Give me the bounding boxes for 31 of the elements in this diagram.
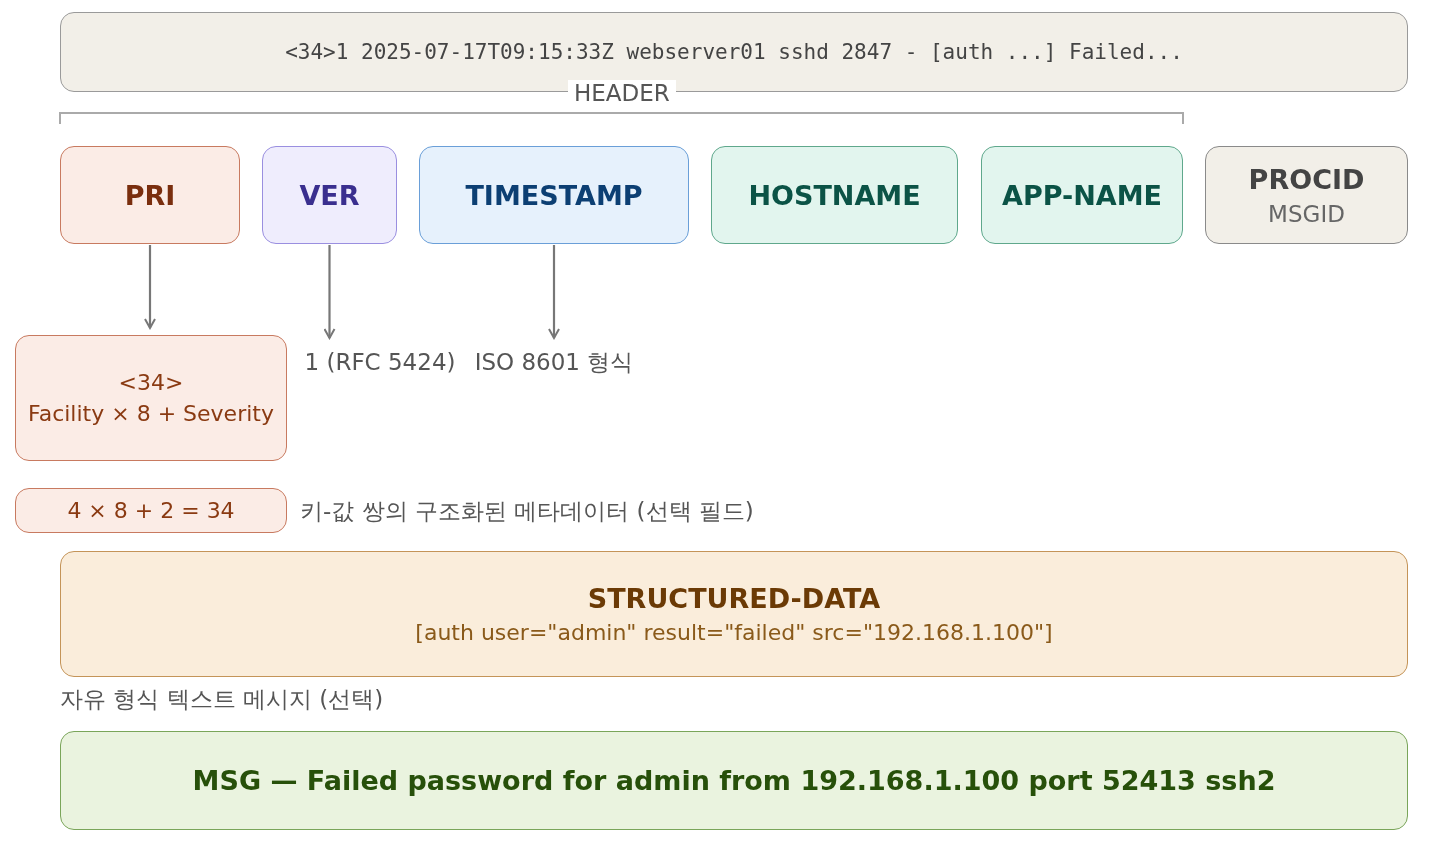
arrow [323,245,336,339]
box-subtitle: [auth user="admin" result="failed" src="192.168.1.100"] [415,620,1053,645]
formula-box [15,488,287,533]
box-title: <34> [118,370,184,395]
section-box [60,731,1408,830]
box-title: 4 × 8 + 2 = 34 [67,498,235,523]
box-title: <34>1 2025-07-17T09:15:33Z webserver01 sshd 2847 - [auth ...] Failed... [285,40,1183,64]
box-title: MSG — Failed password for admin from 192.168.1.100 port 52413 ssh2 [192,765,1276,796]
box-title: HOSTNAME [748,179,921,211]
field-box [1205,146,1408,244]
section-caption: 자유 형식 텍스트 메시지 (선택) [60,685,384,714]
box-title: VER [299,179,360,211]
field-box [262,146,397,244]
box-title: TIMESTAMP [465,179,643,211]
box-title: APP-NAME [1002,179,1162,211]
box-subtitle: MSGID [1268,200,1345,227]
section-caption: 키-값 쌍의 구조화된 메타데이터 (선택 필드) [300,497,754,526]
annotation-text: ISO 8601 형식 [466,345,642,379]
field-box [419,146,689,244]
field-box [60,146,240,244]
arrow [548,245,560,339]
box-title: STRUCTURED-DATA [587,583,881,614]
box-title: PROCID [1248,163,1365,195]
field-box [981,146,1183,244]
detail-box [15,335,287,461]
section-box [60,551,1408,677]
annotation-text: 1 (RFC 5424) [300,345,460,379]
arrow [144,245,156,329]
field-box [711,146,958,244]
box-subtitle: Facility × 8 + Severity [28,401,274,426]
box-title: PRI [124,179,176,211]
